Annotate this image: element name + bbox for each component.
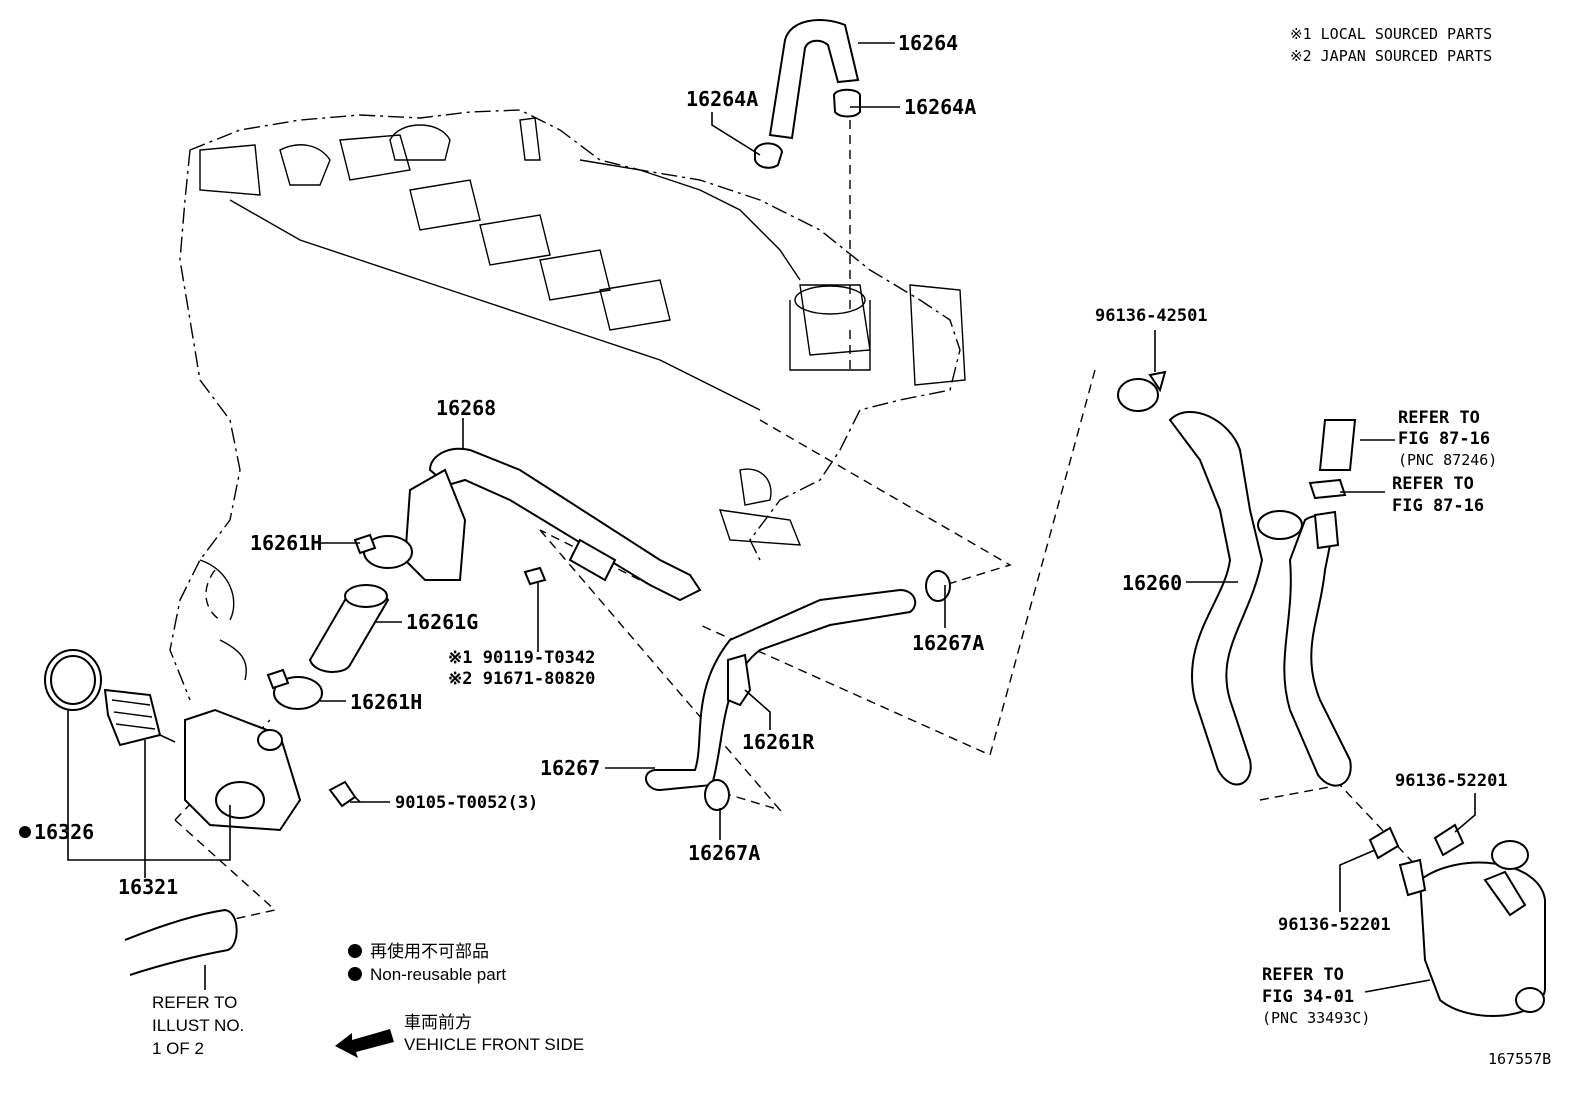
refer-labels: REFER TO FIG 87-16 (PNC 87246) REFER TO … (152, 408, 1497, 1058)
refer-fig-87-16-hose (1308, 419, 1357, 500)
part-16261R-clip[interactable] (727, 653, 752, 707)
legend-front-jp: 車両前方 (404, 1013, 472, 1032)
refer-fig3401-l3: (PNC 33493C) (1262, 1009, 1370, 1027)
engine-block-outline (169, 109, 966, 701)
legend-nonreusable-en: Non-reusable part (370, 965, 506, 984)
label-16268: 16268 (436, 396, 496, 420)
label-96136-42501: 96136-42501 (1095, 306, 1208, 326)
part-16268-pipe[interactable] (403, 447, 702, 602)
label-96136-52201-bottom: 96136-52201 (1278, 915, 1391, 935)
refer-fig8716-b-l1: REFER TO (1392, 474, 1474, 494)
legend-nonreusable-jp: 再使用不可部品 (370, 941, 489, 961)
bolt-90105[interactable] (328, 780, 361, 808)
part-16260-hose-assembly[interactable] (1168, 410, 1352, 787)
non-reusable-bullet-icon (19, 826, 31, 838)
bolt-90119[interactable] (523, 566, 547, 600)
part-16264A-clamp-left[interactable] (754, 142, 784, 169)
legend-notes: ※1 LOCAL SOURCED PARTS ※2 JAPAN SOURCED … (1290, 25, 1492, 65)
part-96136-52201-clamp-left[interactable] (1368, 826, 1400, 860)
part-96136-42501-clamp[interactable] (1117, 370, 1167, 412)
refer-fig3401-l2: FIG 34-01 (1262, 987, 1354, 1007)
refer-fig3401-l1: REFER TO (1262, 965, 1344, 985)
label-16261H-top: 16261H (250, 531, 322, 555)
part-16326-gasket[interactable] (44, 649, 102, 711)
note-local-sourced: ※1 LOCAL SOURCED PARTS (1290, 25, 1492, 43)
label-16264: 16264 (898, 31, 958, 55)
label-16264A-right: 16264A (904, 95, 976, 119)
non-reusable-bullet-icon-en (348, 967, 362, 981)
label-16261R: 16261R (742, 730, 815, 754)
vehicle-front-arrow-icon (335, 1029, 394, 1058)
part-16267A-clamp-bottom[interactable] (704, 779, 730, 811)
non-reusable-bullet-icon-jp (348, 944, 362, 958)
thermostat-housing[interactable] (184, 708, 302, 832)
part-16261H-clamp-bottom[interactable] (266, 668, 323, 710)
part-16321-thermostat[interactable] (103, 688, 176, 747)
label-bolt-91671: ※2 91671-80820 (448, 669, 595, 689)
refer-illust-l2: ILLUST NO. (152, 1016, 244, 1035)
legend-front-en: VEHICLE FRONT SIDE (404, 1035, 584, 1054)
label-90105: 90105-T0052(3) (395, 793, 538, 813)
refer-illust-l1: REFER TO (152, 993, 237, 1012)
part-16267A-clamp-right[interactable] (925, 570, 951, 602)
part-16264-hose[interactable] (768, 19, 860, 140)
label-16260: 16260 (1122, 571, 1182, 595)
refer-fig8716-a-l2: FIG 87-16 (1398, 429, 1490, 449)
refer-fig8716-b-l2: FIG 87-16 (1392, 496, 1484, 516)
label-16267A-bottom: 16267A (688, 841, 760, 865)
label-16321: 16321 (118, 875, 178, 899)
label-16261G: 16261G (406, 610, 478, 634)
part-16261H-clamp-top[interactable] (353, 533, 413, 569)
refer-fig8716-a-l1: REFER TO (1398, 408, 1480, 428)
label-bolt-90119: ※1 90119-T0342 (448, 648, 595, 668)
leader-lines (67, 42, 1476, 993)
label-96136-52201-right: 96136-52201 (1395, 771, 1508, 791)
figure-id: 167557B (1488, 1050, 1551, 1068)
part-16261G-hose[interactable] (308, 584, 390, 673)
label-16326: 16326 (34, 820, 94, 844)
legend-box: 再使用不可部品 Non-reusable part 車両前方 VEHICLE F… (335, 941, 584, 1058)
part-96136-52201-clamp-right[interactable] (1433, 823, 1465, 857)
refer-illust-hose (124, 908, 238, 976)
refer-fig8716-a-l3: (PNC 87246) (1398, 451, 1497, 469)
label-16267A-right: 16267A (912, 631, 984, 655)
note-japan-sourced: ※2 JAPAN SOURCED PARTS (1290, 47, 1492, 65)
refer-illust-l3: 1 OF 2 (152, 1039, 204, 1058)
part-16267-hose[interactable] (645, 588, 917, 792)
label-16264A-left: 16264A (686, 87, 758, 111)
callout-labels: 16264 16264A 16264A 16268 16261H 16261G … (19, 31, 1551, 1068)
oil-cooler (1398, 840, 1546, 1017)
part-16264A-clamp-right[interactable] (832, 88, 861, 118)
label-16261H-bottom: 16261H (350, 690, 422, 714)
label-16267: 16267 (540, 756, 600, 780)
